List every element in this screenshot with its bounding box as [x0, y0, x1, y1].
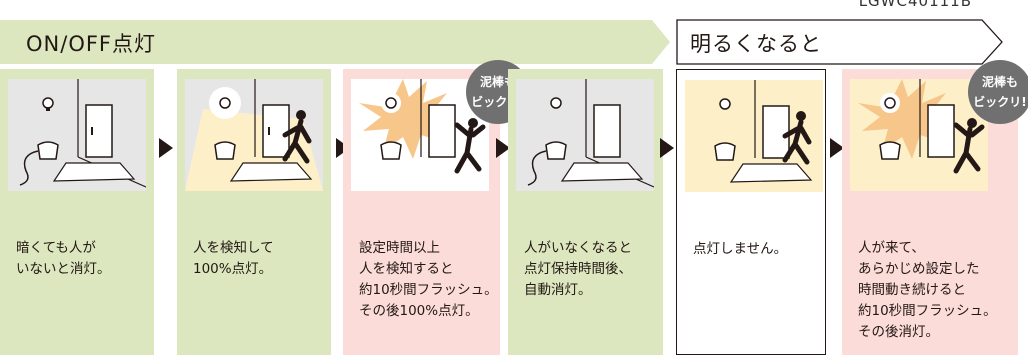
step-panel-5: 点灯しません。 — [676, 69, 826, 355]
brighter-banner-shape — [676, 19, 1003, 65]
step-arrow-3 — [496, 138, 510, 158]
step-caption-6: 人が来て、 あらかじめ設定した 時間動き続けると 約10秒間フラッシュ。 その後… — [858, 240, 997, 340]
flash-then-off-illustration — [850, 79, 988, 191]
step-caption-2: 人を検知して 100%点灯。 — [193, 240, 274, 277]
step-caption-4: 人がいなくなると 点灯保持時間後、 自動消灯。 — [524, 240, 632, 298]
step-arrow-1 — [159, 138, 173, 158]
step-panel-2: 人を検知して 100%点灯。 — [177, 69, 331, 355]
dark-no-person-illustration — [8, 79, 146, 191]
onoff-banner-shape — [0, 20, 670, 64]
person-detected-illustration — [185, 79, 323, 191]
onoff-banner: ON/OFF点灯 — [0, 18, 672, 66]
no-light-illustration — [685, 80, 823, 192]
badge-1-line-1: 泥棒も — [479, 75, 516, 89]
step-panel-4: 人がいなくなると 点灯保持時間後、 自動消灯。 — [508, 69, 663, 355]
step-caption-1: 暗くても人が いないと消灯。 — [16, 240, 111, 277]
step-panel-1: 暗くても人が いないと消灯。 — [0, 69, 154, 355]
step-arrow-4 — [660, 138, 674, 158]
step-caption-5: 点灯しません。 — [693, 241, 788, 257]
step-panel-3: 設定時間以上 人を検知すると 約10秒間フラッシュ。 その後100%点灯。 — [343, 69, 500, 355]
brighter-banner: 明るくなると — [676, 18, 1006, 66]
badge-2-line-2: ビックリ! — [973, 95, 1027, 109]
onoff-banner-title: ON/OFF点灯 — [26, 32, 157, 56]
auto-off-illustration — [516, 79, 654, 191]
model-label: LGWC40111B — [858, 0, 972, 10]
step-arrow-5 — [830, 138, 844, 158]
step-caption-3: 設定時間以上 人を検知すると 約10秒間フラッシュ。 その後100%点灯。 — [359, 240, 498, 319]
brighter-banner-title: 明るくなると — [690, 32, 822, 56]
badge-2-line-1: 泥棒も — [981, 75, 1018, 89]
thief-surprise-badge-2: 泥棒も ビックリ! — [968, 60, 1028, 124]
